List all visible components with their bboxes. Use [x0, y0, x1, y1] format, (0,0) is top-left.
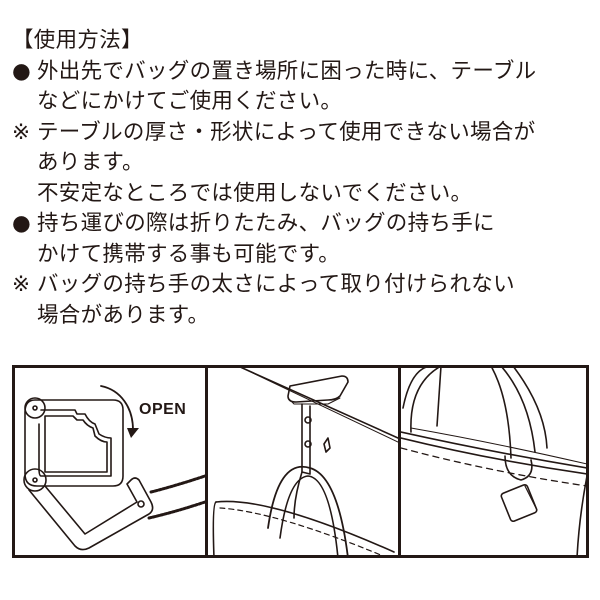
usage-instructions: 【使用方法】 ●外出先でバッグの置き場所に困った時に、テーブル などにかけてご使…: [12, 26, 592, 331]
open-label: OPEN: [139, 401, 187, 418]
instruction-item-2-cont: かけて携帯する事も可能です。: [37, 241, 341, 267]
instructions-heading: 【使用方法】: [12, 28, 143, 53]
instruction-item-1: ●外出先でバッグの置き場所に困った時に、テーブル: [12, 57, 592, 88]
bullet-mark: ●: [12, 211, 32, 236]
hook-on-table-with-bag-icon: [212, 368, 398, 555]
instruction-note-2-cont: 場合があります。: [37, 302, 210, 328]
folding-bag-hook-open-icon: [23, 385, 205, 551]
illustration-hook-on-bag: [401, 368, 586, 555]
note-mark: ※: [12, 119, 31, 145]
illustration-hook-on-table: [208, 368, 401, 555]
illustration-panels: OPEN: [12, 365, 589, 558]
instruction-note-1: ※テーブルの厚さ・形状によって使用できない場合が: [12, 118, 592, 149]
instruction-item-1-cont: などにかけてご使用ください。: [37, 89, 343, 114]
instruction-item-2: ●持ち運びの際は折りたたみ、バッグの持ち手に: [12, 209, 592, 240]
illustration-open-hook: OPEN: [15, 368, 208, 555]
instruction-note-2: ※バッグの持ち手の太さによって取り付けられない: [12, 270, 592, 301]
hook-hanging-on-bag-handle-icon: [401, 368, 586, 555]
instruction-note-1-cont2: 不安定なところでは使用しないでください。: [37, 180, 473, 206]
bullet-mark: ●: [12, 58, 32, 84]
note-mark: ※: [12, 272, 31, 297]
instruction-note-1-cont: あります。: [37, 150, 144, 175]
